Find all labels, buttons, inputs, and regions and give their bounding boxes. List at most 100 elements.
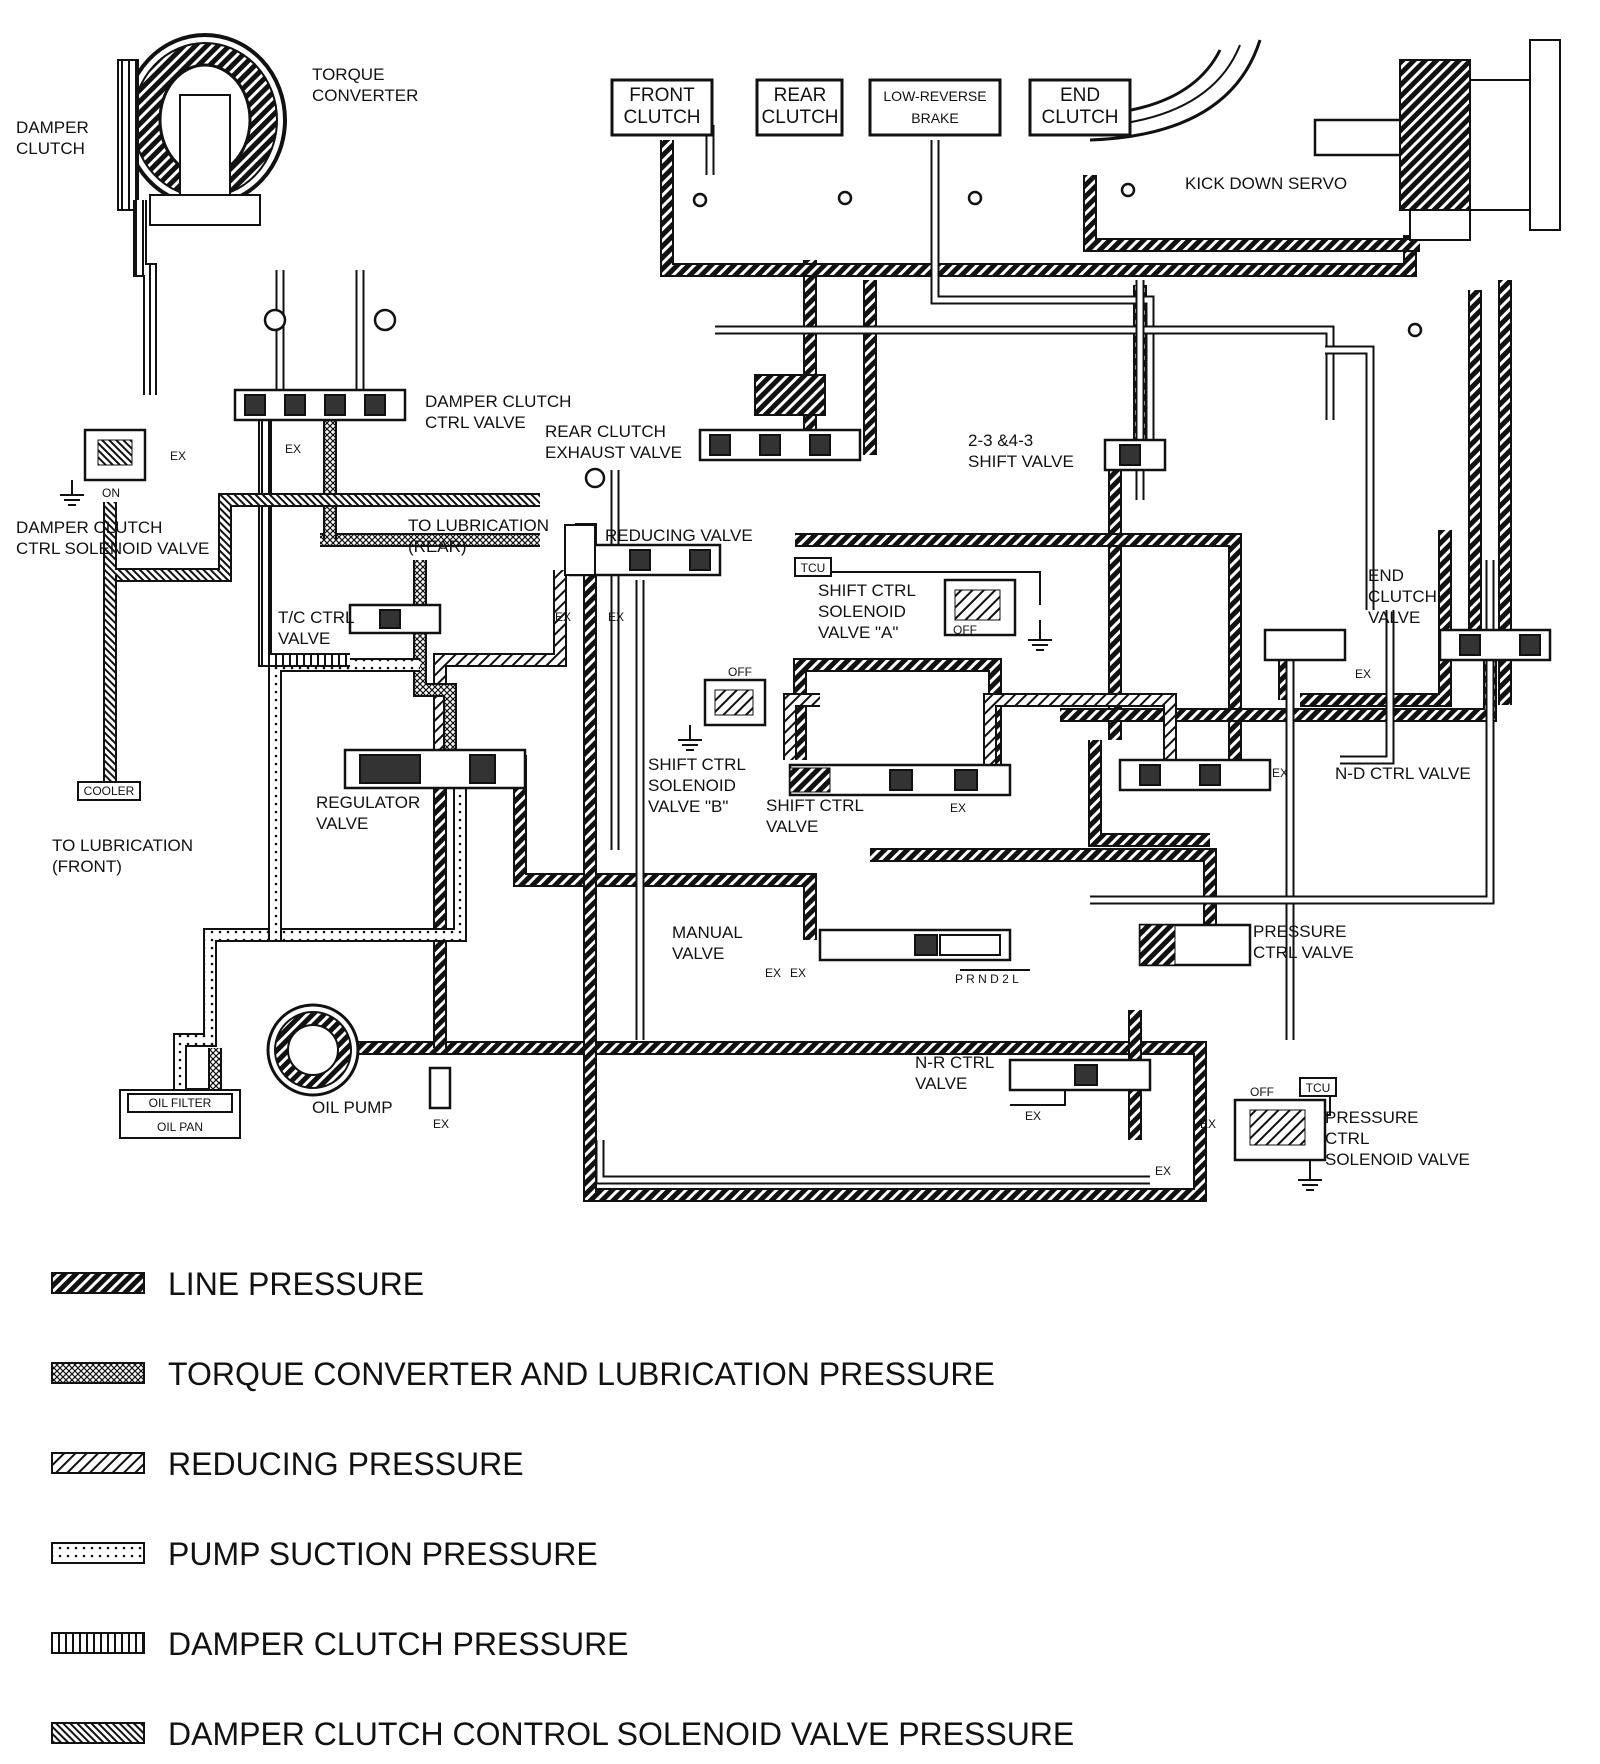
reducing-pressure-passages — [433, 570, 1177, 780]
ex-label-12: EX — [1200, 1117, 1216, 1131]
ex-label-1: EX — [285, 442, 301, 456]
legend-swatch-tc — [51, 1362, 145, 1384]
legend-label-dc: DAMPER CLUTCH PRESSURE — [168, 1626, 629, 1662]
ex-label-9: EX — [1272, 766, 1288, 780]
torque-converter — [117, 33, 287, 226]
tcu-b-box: TCU — [1299, 1077, 1337, 1097]
damper-clutch-solenoid-passages — [103, 493, 540, 790]
on-label: ON — [102, 486, 120, 500]
oil-filter-label: OIL FILTER — [149, 1096, 212, 1110]
oil-pan-label: OIL PAN — [157, 1120, 203, 1134]
to-lubrication-front-label: TO LUBRICATION(FRONT) — [52, 836, 193, 876]
nr-ctrl-valve-body — [1008, 1058, 1152, 1092]
off-label-a: OFF — [953, 623, 977, 637]
damper-clutch-ctrl-solenoid — [83, 428, 147, 482]
shift-ctrl-solenoid-b-body — [703, 678, 767, 727]
off-label-b: OFF — [728, 665, 752, 679]
reducing-valve-label: REDUCING VALVE — [605, 526, 753, 545]
ex-label-10: EX — [950, 801, 966, 815]
shift-ctrl-valve-body — [788, 763, 1012, 797]
shift-ctrl-solenoid-a-body — [943, 578, 1017, 637]
signal-wires — [830, 571, 1331, 1119]
ex-label-4: EX — [608, 610, 624, 624]
tcu-b-label: TCU — [1306, 1081, 1331, 1095]
kick-down-servo-body — [1089, 39, 1561, 241]
ground-symbols — [60, 480, 1322, 1191]
legend-swatch-dc — [51, 1632, 145, 1654]
legend-label-suc: PUMP SUCTION PRESSURE — [168, 1536, 598, 1572]
nd-ctrl-valve-body — [1118, 758, 1272, 792]
manual-valve-body — [818, 928, 1030, 971]
legend-label-dcs: DAMPER CLUTCH CONTROL SOLENOID VALVE PRE… — [168, 1716, 1074, 1752]
off-label-pc: OFF — [1250, 1085, 1274, 1099]
gear-positions-label: P R N D 2 L — [955, 972, 1019, 986]
legend-swatch-line — [51, 1272, 145, 1294]
legend-item-suc: PUMP SUCTION PRESSURE — [51, 1536, 598, 1572]
legend-item-dcs: DAMPER CLUTCH CONTROL SOLENOID VALVE PRE… — [51, 1716, 1074, 1752]
ex-label-5: EX — [433, 1117, 449, 1131]
reducing-valve-body — [564, 524, 722, 577]
regulator-valve-body — [343, 748, 527, 790]
damper-clutch-passages — [133, 200, 350, 667]
legend-item-dc: DAMPER CLUTCH PRESSURE — [51, 1626, 629, 1662]
line-pressure-passages — [355, 140, 1512, 1202]
oil-pump-body — [266, 1003, 452, 1110]
end-clutch-valve-body — [1263, 628, 1552, 662]
legend-swatch-red — [51, 1452, 145, 1474]
legend-swatch-suc — [51, 1542, 145, 1564]
cooler-box: COOLER — [77, 781, 141, 801]
ex-label-11: EX — [1025, 1109, 1041, 1123]
ex-label-3: EX — [555, 610, 571, 624]
tcu-a-box: TCU — [794, 557, 832, 577]
cooler-label: COOLER — [84, 784, 135, 798]
kick-down-servo-label: KICK DOWN SERVO — [1185, 174, 1347, 193]
pressure-gauges — [263, 182, 1423, 489]
ex-label-8: EX — [1355, 667, 1371, 681]
pressure-ctrl-valve-body — [1138, 923, 1252, 967]
legend-label-line: LINE PRESSURE — [168, 1266, 424, 1302]
legend-swatch-dcs — [51, 1722, 145, 1744]
legend-label-red: REDUCING PRESSURE — [168, 1446, 524, 1482]
ex-label-7: EX — [790, 966, 806, 980]
oil-filter-pan: OIL FILTER OIL PAN — [119, 1089, 241, 1139]
pressure-ctrl-solenoid-body — [1233, 1098, 1327, 1162]
tc-ctrl-valve-body — [348, 603, 442, 635]
oil-pump-label: OIL PUMP — [312, 1098, 393, 1117]
ex-label-13: EX — [1155, 1164, 1171, 1178]
ex-label-2: EX — [170, 449, 186, 463]
nd-ctrl-valve-label: N-D CTRL VALVE — [1335, 764, 1471, 783]
tcu-a-label: TCU — [801, 561, 826, 575]
damper-clutch-ctrl-valve — [233, 388, 407, 422]
ex-label-6: EX — [765, 966, 781, 980]
shift-valve-23-43-body — [1103, 438, 1167, 472]
legend-item-red: REDUCING PRESSURE — [51, 1446, 524, 1482]
to-lubrication-rear-label: TO LUBRICATION(REAR) — [408, 516, 549, 556]
